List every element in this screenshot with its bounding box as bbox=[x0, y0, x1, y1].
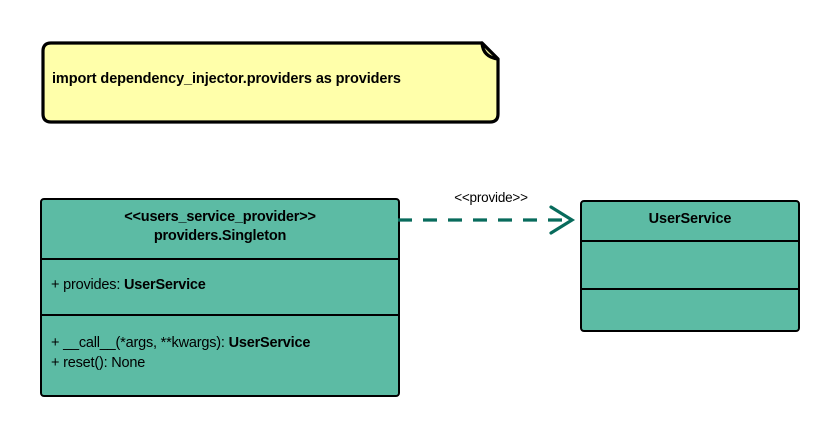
method-signature: __call__(*args, **kwargs): bbox=[63, 335, 229, 351]
relationship-label: <<provide>> bbox=[454, 190, 528, 205]
class-attributes-compartment: + provides: UserService bbox=[42, 258, 398, 314]
note-text: import dependency_injector.providers as … bbox=[52, 71, 401, 87]
arrow-head-open bbox=[549, 205, 576, 235]
attribute-text: provides: bbox=[63, 277, 124, 293]
class-title-compartment: <<users_service_provider>> providers.Sin… bbox=[42, 200, 398, 258]
method-row: + reset(): None bbox=[51, 353, 398, 373]
method-row: + __call__(*args, **kwargs): UserService bbox=[51, 333, 398, 353]
class-attributes-compartment bbox=[582, 240, 798, 288]
method-signature: reset(): None bbox=[63, 355, 146, 371]
class-name: providers.Singleton bbox=[153, 228, 287, 244]
note-import-statement: import dependency_injector.providers as … bbox=[39, 41, 500, 124]
class-box-user-service[interactable]: UserService bbox=[580, 200, 800, 332]
method-return-type: UserService bbox=[228, 335, 311, 351]
class-box-users-service-provider[interactable]: <<users_service_provider>> providers.Sin… bbox=[40, 198, 400, 397]
note-shape bbox=[41, 41, 500, 124]
class-name: UserService bbox=[648, 211, 732, 227]
method-visibility: + bbox=[51, 355, 60, 371]
attribute-row: + provides: UserService bbox=[51, 275, 398, 295]
attribute-type: UserService bbox=[124, 277, 206, 293]
class-methods-compartment: + __call__(*args, **kwargs): UserService… bbox=[42, 314, 398, 394]
method-visibility: + bbox=[51, 335, 60, 351]
attribute-visibility: + bbox=[51, 277, 60, 293]
provide-dependency-arrow bbox=[398, 205, 576, 235]
class-stereotype: <<users_service_provider>> bbox=[124, 209, 316, 225]
class-methods-compartment bbox=[582, 288, 798, 334]
class-title-compartment: UserService bbox=[582, 202, 798, 240]
